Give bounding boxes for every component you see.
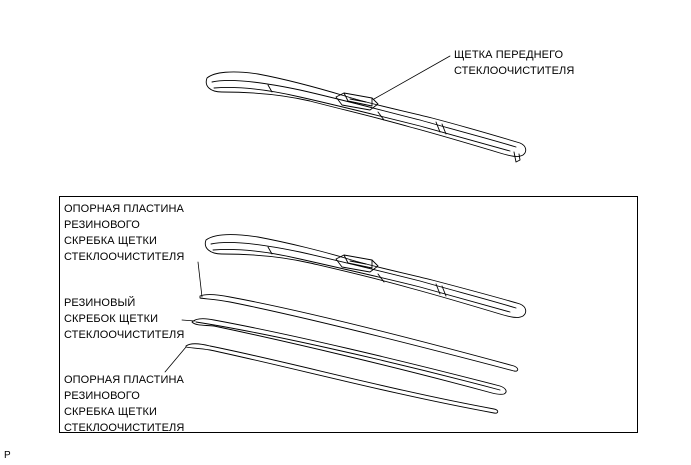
backing-plate-upper — [199, 294, 519, 372]
label-front-wiper-blade: ЩЕТКА ПЕРЕДНЕГО СТЕКЛООЧИСТИТЕЛЯ — [454, 47, 574, 79]
wiper-frame-exploded — [204, 234, 527, 318]
label-line: СТЕКЛООЧИСТИТЕЛЯ — [64, 422, 185, 434]
label-line: СКРЕБКА ЩЕТКИ — [64, 406, 158, 418]
backing-plate-lower — [185, 343, 499, 414]
label-backing-plate-top: ОПОРНАЯ ПЛАСТИНА РЕЗИНОВОГО СКРЕБКА ЩЕТК… — [64, 201, 184, 265]
label-line: ОПОРНАЯ ПЛАСТИНА — [64, 203, 184, 215]
label-rubber-blade: РЕЗИНОВЫЙ СКРЕБОК ЩЕТКИ СТЕКЛООЧИСТИТЕЛЯ — [64, 295, 184, 343]
label-line: ЩЕТКА ПЕРЕДНЕГО — [454, 49, 564, 61]
label-line: РЕЗИНОВОГО — [64, 219, 140, 231]
label-backing-plate-bottom: ОПОРНАЯ ПЛАСТИНА РЕЗИНОВОГО СКРЕБКА ЩЕТК… — [64, 372, 184, 436]
exploded-view-frame — [59, 196, 638, 433]
label-line: РЕЗИНОВОГО — [64, 390, 140, 402]
label-line: СТЕКЛООЧИСТИТЕЛЯ — [64, 251, 185, 263]
front-wiper-blade-assembly — [205, 55, 527, 163]
rubber-blade — [191, 318, 507, 395]
label-line: СТЕКЛООЧИСТИТЕЛЯ — [64, 329, 185, 341]
label-line: СКРЕБКА ЩЕТКИ — [64, 235, 158, 247]
label-line: РЕЗИНОВЫЙ — [64, 297, 136, 309]
label-line: СТЕКЛООЧИСТИТЕЛЯ — [454, 65, 575, 77]
label-line: СКРЕБОК ЩЕТКИ — [64, 313, 159, 325]
figure-code: P — [4, 450, 11, 461]
label-line: ОПОРНАЯ ПЛАСТИНА — [64, 374, 184, 386]
